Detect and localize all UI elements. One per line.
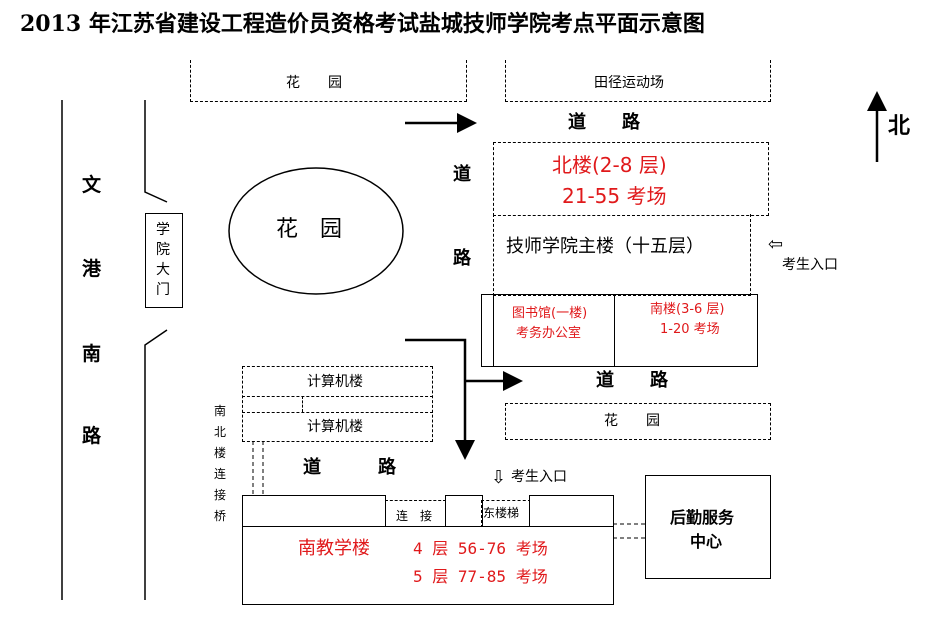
garden-top-label: 花 园 xyxy=(286,75,342,91)
garden-east-label: 花 园 xyxy=(604,413,660,429)
divider xyxy=(302,396,303,412)
road-bottom-char: 道 xyxy=(303,457,321,478)
road-label-top: 道 路 xyxy=(568,112,640,133)
logistics-center: 后勤服务 中心 xyxy=(645,475,771,579)
gate-char: 门 xyxy=(156,282,170,298)
entrance-down-arrow-icon: ⇩ xyxy=(491,467,507,488)
garden-ellipse xyxy=(228,167,404,295)
road-edge-upper xyxy=(144,100,168,203)
track-field: 田径运动场 xyxy=(505,60,771,102)
east-stairs-label: 东楼梯 xyxy=(483,506,520,520)
map-title: 2013 年江苏省建设工程造价员资格考试盐城技师学院考点平面示意图 xyxy=(20,11,705,37)
garden-top: 花 园 xyxy=(190,60,467,102)
college-gate: 学 院 大 门 xyxy=(145,213,183,308)
gate-char: 学 xyxy=(156,222,170,238)
east-stairs: 东楼梯 xyxy=(481,500,531,528)
garden-east: 花 园 xyxy=(505,403,771,440)
gate-char: 大 xyxy=(156,262,170,278)
south-building-floors: 南楼(3-6 层) xyxy=(650,302,725,317)
logistics-label: 后勤服务 xyxy=(670,508,735,527)
road-vertical-char: 道 xyxy=(453,164,471,185)
connector: 连 接 xyxy=(385,500,446,528)
south-teaching-wing-west xyxy=(242,495,386,527)
north-label: 北 xyxy=(888,113,911,139)
entrance-main-label: 考生入口 xyxy=(782,257,838,273)
road-vertical-char: 路 xyxy=(453,248,471,269)
road-edge-lower xyxy=(144,329,168,600)
bridge-char: 南 xyxy=(214,404,227,418)
south-teaching-building: 南教学楼 4 层 56-76 考场 5 层 77-85 考场 xyxy=(242,526,614,605)
computer-building-label: 计算机楼 xyxy=(307,419,363,435)
connector-label: 连 接 xyxy=(396,509,433,523)
arrow-down xyxy=(405,338,475,460)
bridge-label: 南 北 楼 连 接 桥 xyxy=(214,401,226,527)
exam-office-label: 考务办公室 xyxy=(516,326,582,341)
main-building-label: 技师学院主楼（十五层） xyxy=(506,236,704,257)
bridge-char: 连 xyxy=(214,467,227,481)
road-name-char: 路 xyxy=(82,425,102,447)
library-label: 图书馆(一楼) xyxy=(512,306,588,321)
south-teaching-floor5: 5 层 77-85 考场 xyxy=(413,567,548,586)
south-teaching-wing-middle xyxy=(445,495,483,527)
south-teaching-name: 南教学楼 xyxy=(298,538,370,559)
garden-center-label: 花 园 xyxy=(276,217,343,242)
entrance-south-label: 考生入口 xyxy=(511,469,567,485)
track-field-label: 田径运动场 xyxy=(594,75,664,91)
logistics-label: 中心 xyxy=(690,532,723,551)
computer-building-label: 计算机楼 xyxy=(307,374,363,390)
gate-char: 院 xyxy=(156,242,170,258)
entrance-arrow-icon: ⇦ xyxy=(768,234,784,255)
north-building-rooms: 21-55 考场 xyxy=(562,184,667,208)
south-wing xyxy=(481,294,758,367)
road-name-char: 文 xyxy=(82,174,102,196)
south-building-rooms: 1-20 考场 xyxy=(660,322,720,337)
bridge-char: 接 xyxy=(214,488,227,502)
computer-building-link xyxy=(242,396,433,413)
south-teaching-wing-east xyxy=(529,495,614,527)
road-label-middle: 道 路 xyxy=(596,370,668,391)
computer-building: 计算机楼 计算机楼 xyxy=(242,366,433,442)
bridge-char: 桥 xyxy=(214,509,227,523)
road-name-char: 港 xyxy=(82,258,102,280)
south-teaching-floor4: 4 层 56-76 考场 xyxy=(413,539,548,558)
library: 图书馆(一楼) 考务办公室 xyxy=(493,294,615,367)
bridge-char: 楼 xyxy=(214,446,227,460)
road-name-char: 南 xyxy=(82,343,102,365)
bridge-char: 北 xyxy=(214,425,227,439)
north-building-floors: 北楼(2-8 层) xyxy=(552,153,667,177)
main-building: 技师学院主楼（十五层） xyxy=(493,214,751,296)
north-building: 北楼(2-8 层) 21-55 考场 xyxy=(493,142,769,216)
road-bottom-char: 路 xyxy=(378,457,396,478)
